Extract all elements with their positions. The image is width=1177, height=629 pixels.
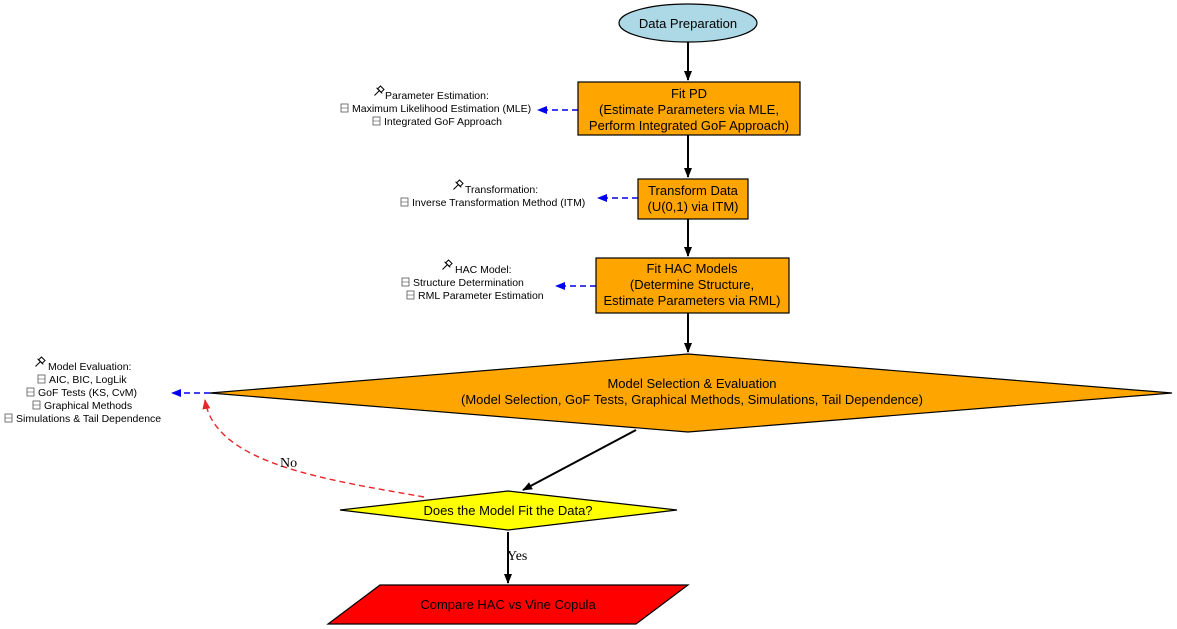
note-hac-model: HAC Model: Structure Determination RML P… (401, 259, 544, 302)
node-model-selection-line-2: (Model Selection, GoF Tests, Graphical M… (461, 392, 923, 407)
note-model-evaluation-item-1: AIC, BIC, LogLik (49, 374, 127, 386)
note-model-evaluation: Model Evaluation: AIC, BIC, LogLik GoF T… (4, 356, 161, 425)
note-model-evaluation-item-3: Graphical Methods (44, 400, 132, 412)
pushpin-icon (442, 259, 453, 270)
node-transform-data-line-1: Transform Data (648, 183, 739, 198)
note-parameter-estimation-item-1: Maximum Likelihood Estimation (MLE) (352, 103, 531, 115)
node-model-selection-shape (209, 353, 1173, 433)
note-parameter-estimation-item-2: Integrated GoF Approach (384, 116, 502, 128)
missing-glyph-icon (400, 197, 409, 207)
node-fit-check-label: Does the Model Fit the Data? (423, 503, 592, 518)
note-model-evaluation-title: Model Evaluation: (48, 361, 131, 373)
node-fit-pd-line-3: Perform Integrated GoF Approach) (589, 118, 789, 133)
missing-glyph-icon (406, 290, 415, 300)
note-hac-model-title: HAC Model: (455, 264, 512, 276)
note-model-evaluation-item-2: GoF Tests (KS, CvM) (38, 387, 137, 399)
node-compare-shape (326, 584, 690, 625)
pushpin-icon (35, 356, 46, 367)
edge-label-no: No (280, 456, 297, 471)
node-fit-check-shape (339, 490, 678, 531)
note-hac-model-item-1: Structure Determination (413, 277, 524, 289)
node-model-selection-line-1: Model Selection & Evaluation (607, 376, 776, 391)
node-fit-check: Does the Model Fit the Data? (339, 490, 678, 531)
note-hac-model-item-2: RML Parameter Estimation (418, 290, 544, 302)
main-edges (504, 42, 692, 584)
note-edges (171, 106, 638, 397)
node-fit-pd: Fit PD (Estimate Parameters via MLE, Per… (577, 81, 801, 136)
node-fit-pd-line-2: (Estimate Parameters via MLE, (599, 102, 779, 117)
missing-glyph-icon (32, 400, 41, 410)
node-fit-hac: Fit HAC Models (Determine Structure, Est… (595, 257, 790, 314)
note-transformation: Transformation: Inverse Transformation M… (400, 179, 585, 209)
node-fit-hac-line-3: Estimate Parameters via RML) (604, 293, 781, 308)
node-fit-pd-shape (577, 81, 801, 136)
node-compare-label: Compare HAC vs Vine Copula (420, 597, 596, 612)
missing-glyph-icon (372, 116, 381, 126)
node-model-selection: Model Selection & Evaluation (Model Sele… (209, 353, 1173, 433)
pushpin-icon (374, 85, 385, 96)
node-data-preparation-shape (618, 3, 758, 43)
edge-label-yes: Yes (507, 549, 527, 564)
missing-glyph-icon (340, 103, 349, 113)
node-transform-data: Transform Data (U(0,1) via ITM) (637, 178, 749, 220)
note-parameter-estimation-title: Parameter Estimation: (385, 90, 489, 102)
node-fit-hac-line-2: (Determine Structure, (630, 277, 754, 292)
note-model-evaluation-item-4: Simulations & Tail Dependence (16, 413, 161, 425)
node-transform-data-line-2: (U(0,1) via ITM) (648, 199, 739, 214)
missing-glyph-icon (26, 387, 35, 397)
missing-glyph-icon (4, 413, 13, 423)
node-fit-hac-shape (595, 257, 790, 314)
missing-glyph-icon (401, 277, 410, 287)
note-transformation-title: Transformation: (465, 184, 538, 196)
missing-glyph-icon (37, 374, 46, 384)
edge-modelsel-to-fitcheck (522, 429, 637, 491)
node-transform-data-shape (637, 178, 749, 220)
node-data-preparation-label: Data Preparation (639, 16, 737, 31)
note-transformation-item-1: Inverse Transformation Method (ITM) (412, 197, 585, 209)
note-parameter-estimation: Parameter Estimation: Maximum Likelihood… (340, 85, 531, 128)
edge-no-loop (202, 399, 425, 498)
node-compare: Compare HAC vs Vine Copula (326, 584, 690, 625)
node-data-preparation: Data Preparation (618, 3, 758, 43)
node-fit-hac-line-1: Fit HAC Models (646, 261, 738, 276)
pushpin-icon (453, 179, 464, 190)
node-fit-pd-line-1: Fit PD (671, 86, 707, 101)
